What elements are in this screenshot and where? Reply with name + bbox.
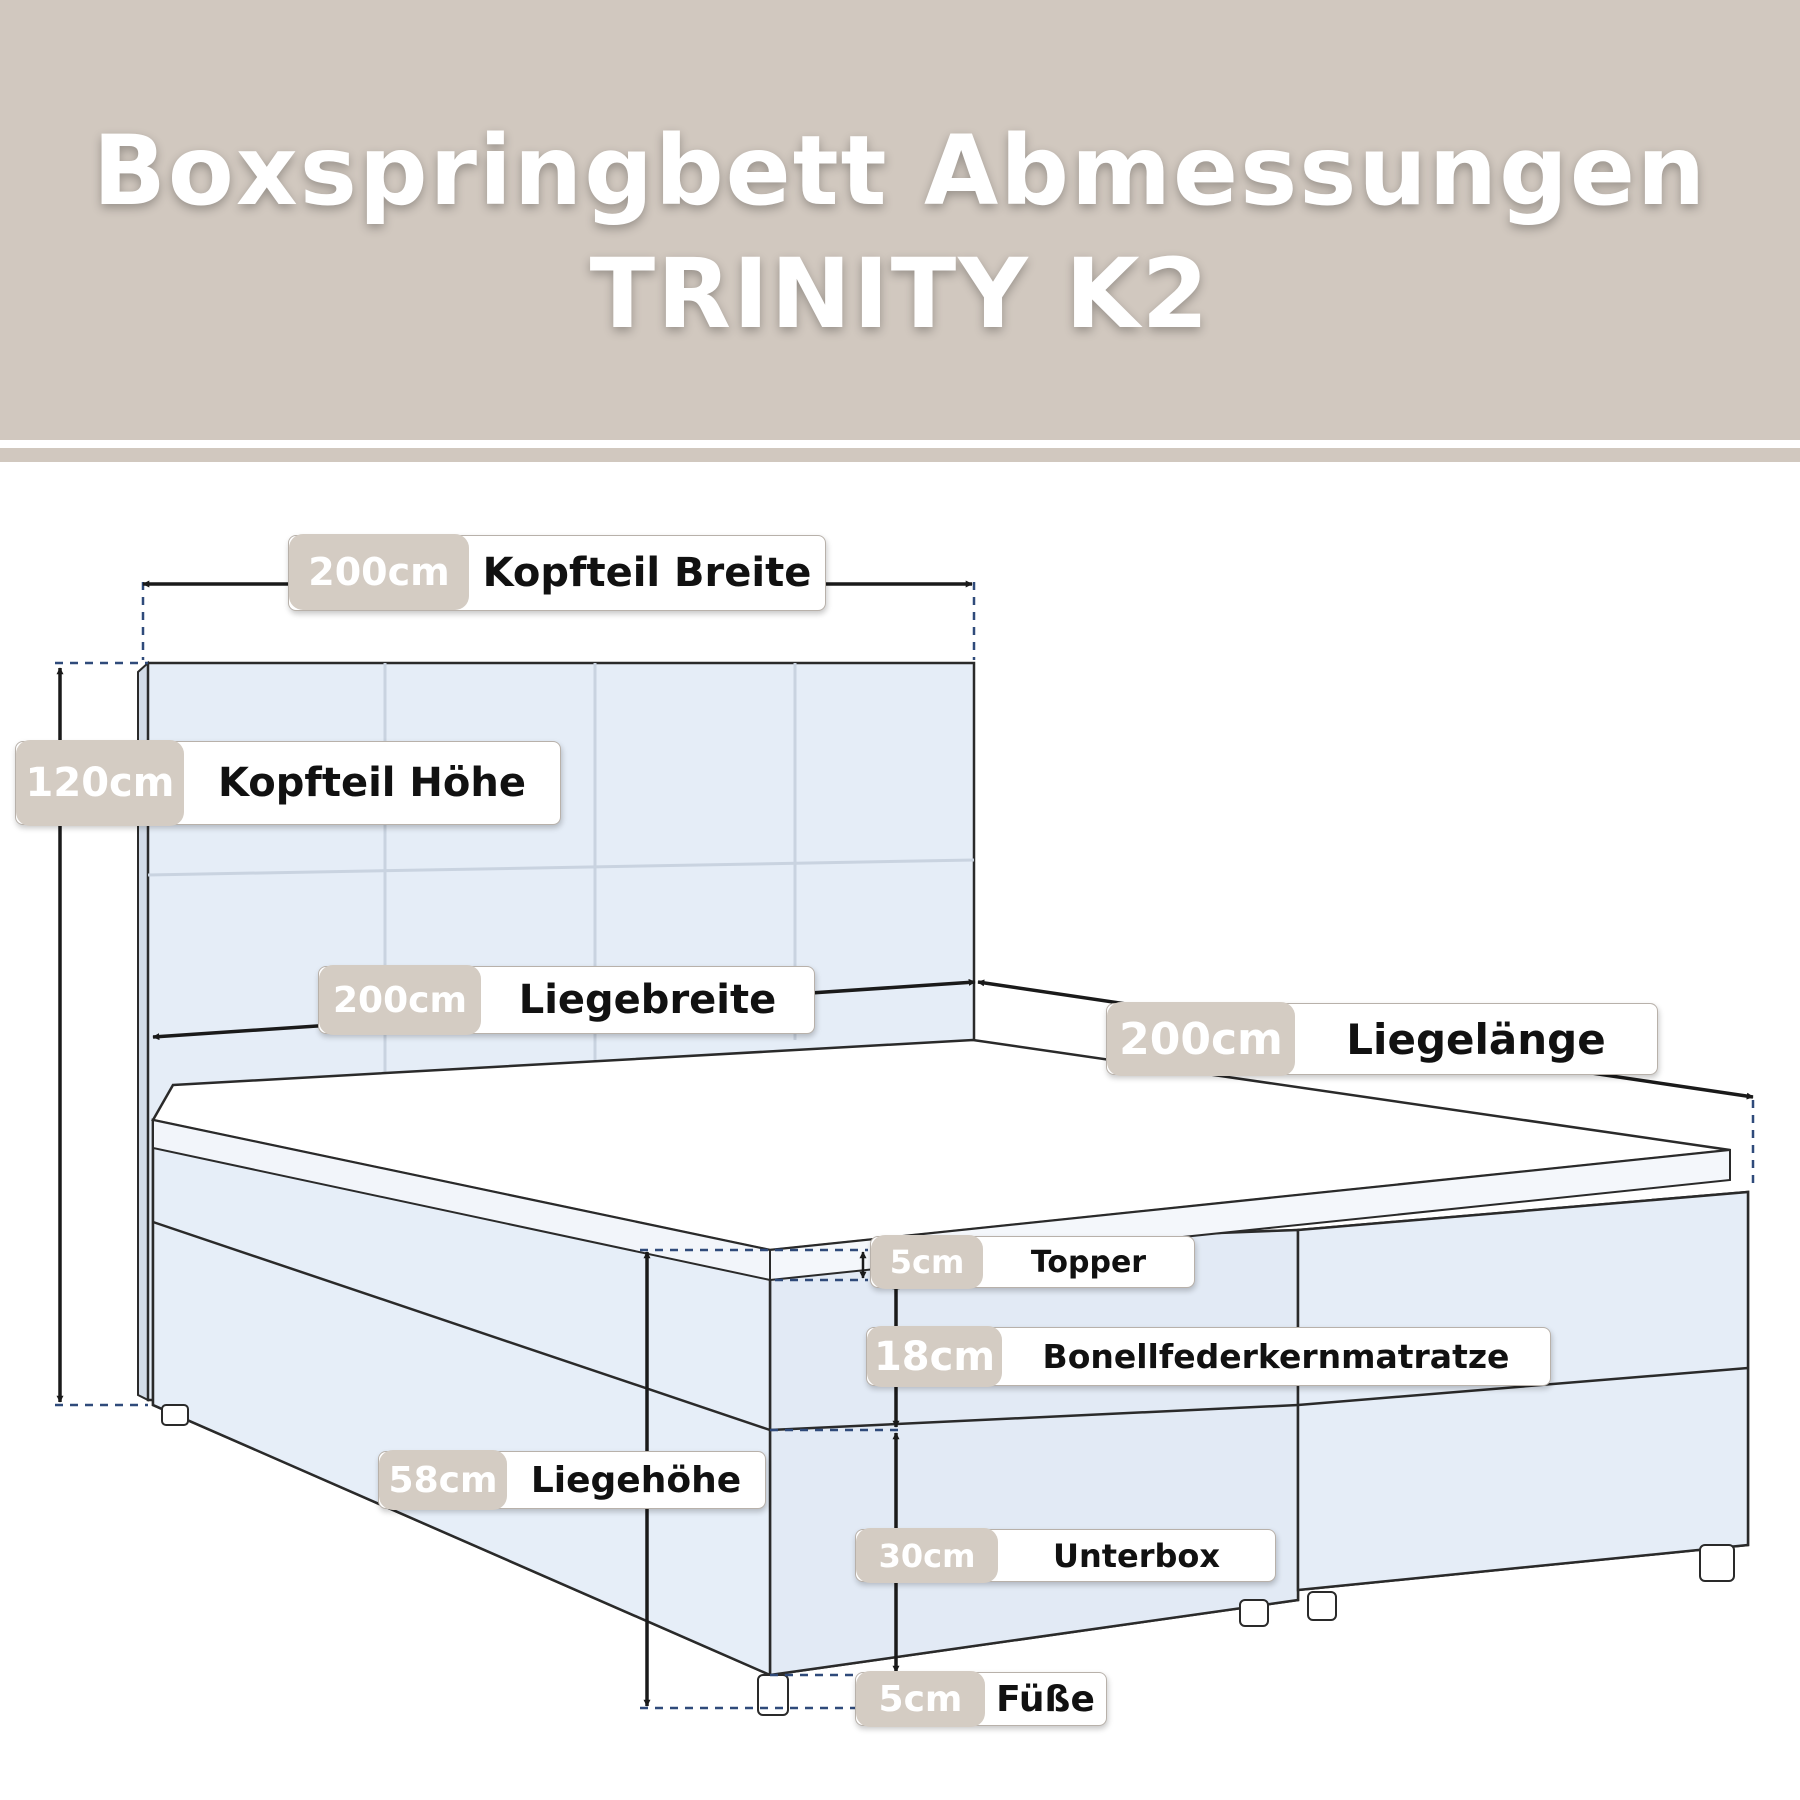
label-topper: 5cm Topper <box>870 1235 1195 1289</box>
label-text: Bonellfederkernmatratze <box>1042 1337 1510 1376</box>
product-name: TRINITY K2 <box>589 238 1211 350</box>
label-text: Liegehöhe <box>530 1459 742 1501</box>
value-pill: 58cm <box>379 1450 507 1510</box>
label-text: Liegelänge <box>1346 1014 1606 1064</box>
value-pill: 200cm <box>289 534 469 610</box>
value-pill: 200cm <box>319 965 481 1035</box>
label-text: Kopfteil Höhe <box>218 760 526 806</box>
value-pill: 30cm <box>856 1528 998 1583</box>
label-liegebreite: 200cm Liegebreite <box>318 965 815 1035</box>
page-title: Boxspringbett Abmessungen <box>92 115 1708 227</box>
label-text: Liegebreite <box>518 977 777 1023</box>
label-text: Unterbox <box>1052 1536 1221 1575</box>
label-text: Füße <box>996 1678 1095 1720</box>
value-pill: 18cm <box>867 1326 1002 1387</box>
label-kopfteil-breite: 200cm Kopfteil Breite <box>288 534 826 611</box>
label-text: Kopfteil Breite <box>482 550 812 596</box>
label-fuesse: 5cm Füße <box>855 1671 1107 1727</box>
value-pill: 120cm <box>16 740 184 826</box>
label-text: Topper <box>1030 1244 1147 1280</box>
label-unterbox: 30cm Unterbox <box>855 1528 1276 1583</box>
label-kopfteil-hoehe: 120cm Kopfteil Höhe <box>15 740 561 826</box>
label-liegehoehe: 58cm Liegehöhe <box>378 1450 766 1510</box>
value-pill: 200cm <box>1107 1002 1295 1076</box>
bed-feet <box>161 1404 1735 1716</box>
label-liegelaenge: 200cm Liegelänge <box>1106 1002 1658 1076</box>
header-banner: Boxspringbett Abmessungen TRINITY K2 <box>0 0 1800 440</box>
value-pill: 5cm <box>871 1235 983 1289</box>
label-matratze: 18cm Bonellfederkernmatratze <box>866 1326 1551 1387</box>
divider-stripe <box>0 448 1800 462</box>
value-pill: 5cm <box>856 1671 985 1727</box>
